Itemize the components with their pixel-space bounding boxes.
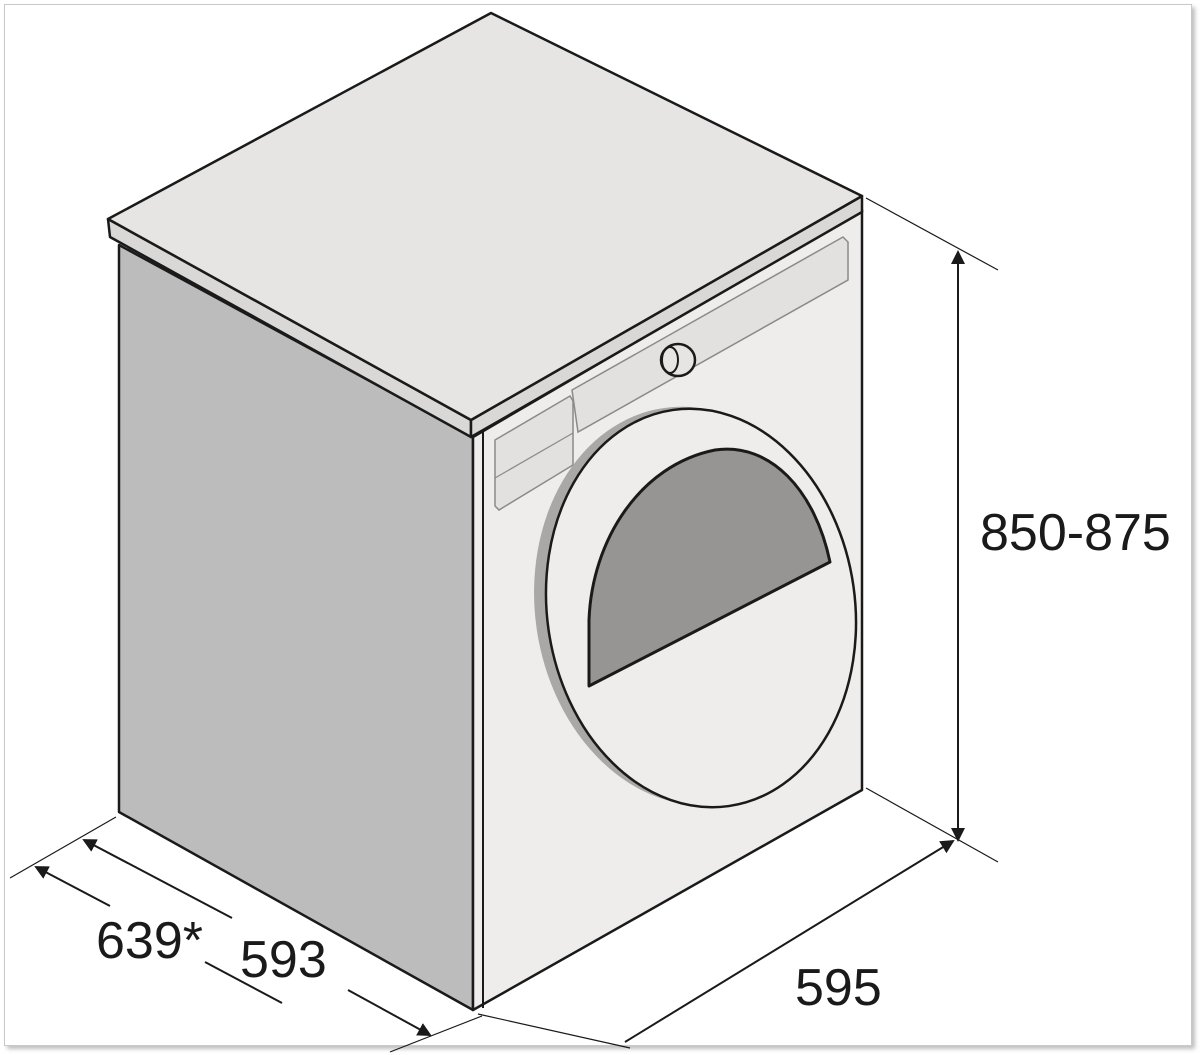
depth-open-dimension-line-start [34,866,111,907]
depth-extension-back [9,816,117,879]
depth-dimension-line-start [82,839,233,919]
porthole-window [587,447,832,688]
height-label: 850-875 [980,504,1171,562]
appliance-top-surface [106,11,864,422]
depth-door-open-label: 639* [96,912,203,970]
width-dimension-line [624,839,955,1043]
width-extension-left [477,1013,631,1049]
depth-dimension-line-end [347,989,432,1036]
height-extension-top [865,197,999,271]
width-label: 595 [795,959,882,1017]
depth-extension-front [389,1015,483,1053]
control-panel-display [571,236,849,434]
depth-label: 593 [240,931,327,989]
depth-open-dimension-line-end [204,961,283,1004]
water-tank-drawer [494,394,574,511]
height-extension-bottom [865,787,999,863]
